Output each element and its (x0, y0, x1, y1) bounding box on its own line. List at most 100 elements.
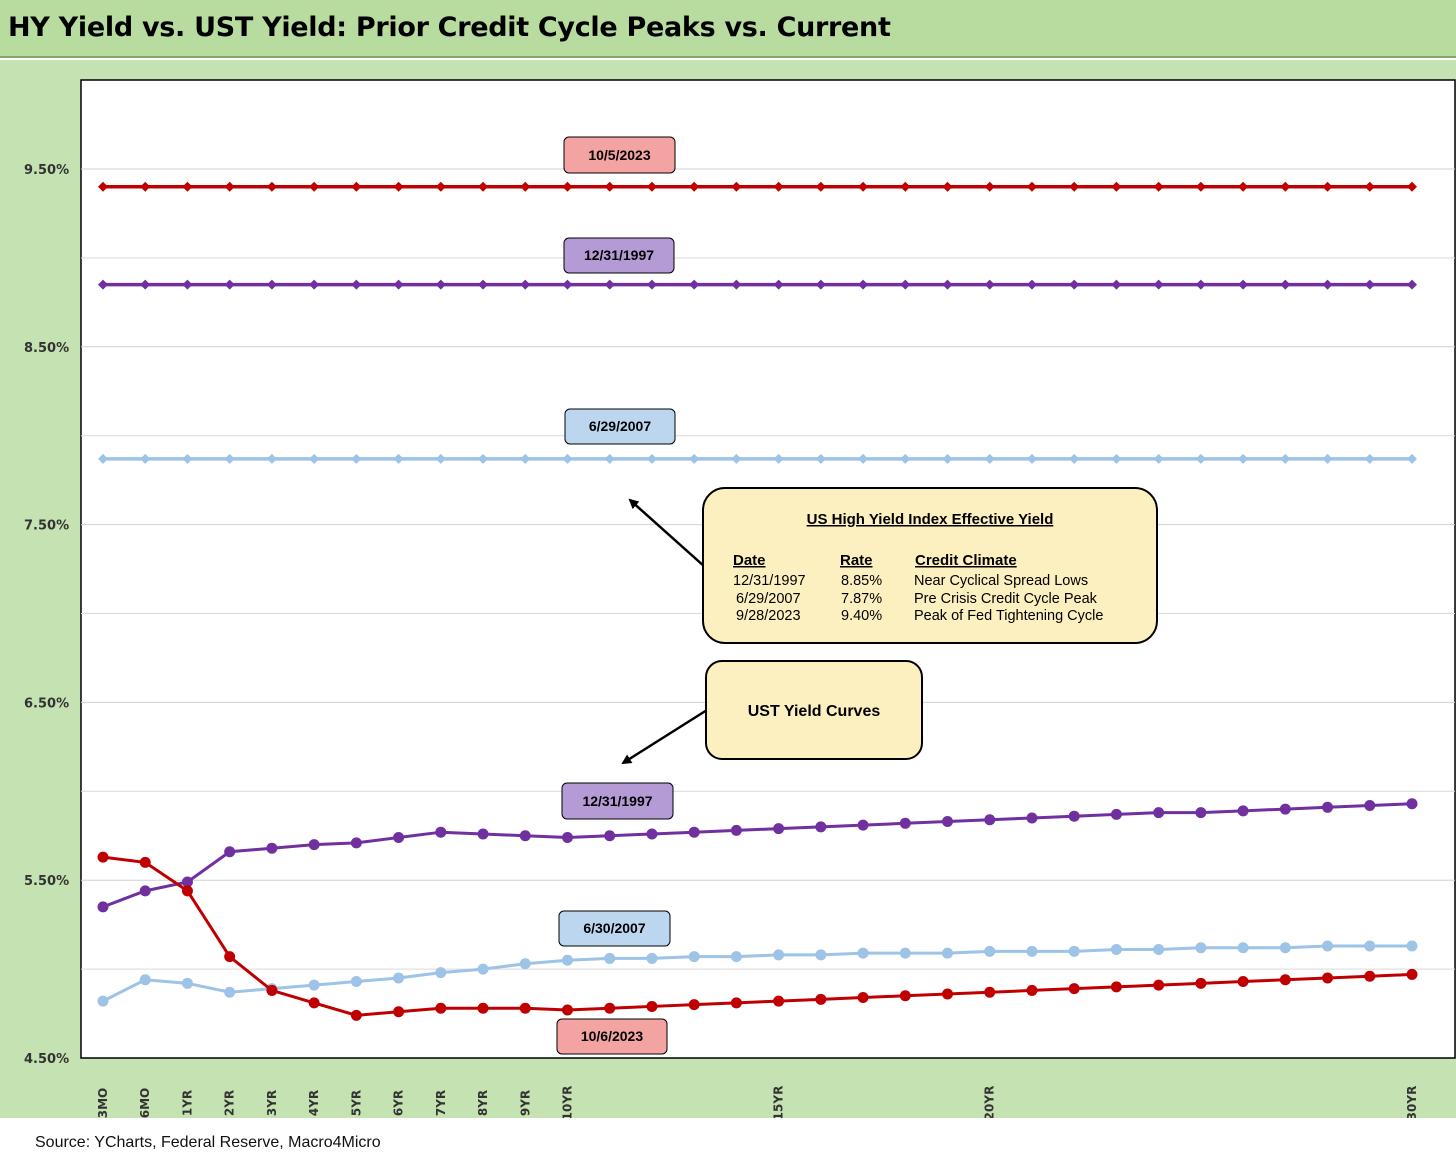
point-ust1997 (97, 901, 109, 913)
svg-text:12/31/1997: 12/31/1997 (582, 793, 652, 809)
x-tick-label: 30YR (1405, 1086, 1419, 1118)
point-ust2023 (1026, 984, 1038, 996)
point-hy2007 (182, 453, 193, 464)
hy-row-3-date: 9/28/2023 (736, 608, 801, 624)
point-hy2023 (1069, 181, 1080, 192)
point-hy1997 (351, 279, 362, 290)
point-ust1997 (1153, 807, 1165, 819)
point-hy1997 (689, 279, 700, 290)
gridlines (81, 168, 1455, 970)
point-hy2007 (1195, 453, 1206, 464)
point-ust1997 (1195, 807, 1207, 819)
hy-row-2-climate: Pre Crisis Credit Cycle Peak (914, 591, 1098, 607)
point-ust2023 (688, 999, 700, 1011)
point-hy1997 (900, 279, 911, 290)
point-hy2023 (815, 181, 826, 192)
point-ust2023 (519, 1002, 531, 1014)
label-ust-1997: 12/31/1997 (561, 782, 674, 820)
point-hy1997 (478, 279, 489, 290)
point-ust2023 (224, 951, 236, 963)
hy-callout-heading: US High Yield Index Effective Yield (807, 511, 1054, 528)
point-hy1997 (815, 279, 826, 290)
point-hy1997 (1322, 279, 1333, 290)
point-hy2007 (435, 453, 446, 464)
point-ust2007 (815, 949, 827, 961)
point-hy2007 (309, 453, 320, 464)
point-ust2023 (435, 1002, 447, 1014)
x-tick-label: 3YR (265, 1090, 279, 1116)
point-ust1997 (688, 826, 700, 838)
point-hy2007 (351, 453, 362, 464)
point-hy2007 (984, 453, 995, 464)
point-ust1997 (1364, 800, 1376, 812)
point-ust2007 (139, 974, 151, 986)
point-hy1997 (1364, 279, 1375, 290)
point-hy1997 (224, 279, 235, 290)
point-hy1997 (182, 279, 193, 290)
series-line-ust1997 (102, 802, 1413, 909)
point-ust1997 (857, 819, 869, 831)
point-hy2007 (773, 453, 784, 464)
point-hy2023 (1195, 181, 1206, 192)
svg-text:6/29/2007: 6/29/2007 (589, 418, 651, 434)
point-ust1997 (984, 814, 996, 826)
point-hy2023 (1026, 181, 1037, 192)
point-ust2023 (899, 990, 911, 1002)
point-ust2023 (1364, 970, 1376, 982)
point-hy1997 (393, 279, 404, 290)
hy-col-climate: Credit Climate (915, 552, 1017, 569)
point-ust2023 (1406, 968, 1418, 980)
point-ust2023 (1322, 972, 1334, 984)
hy-row-3-climate: Peak of Fed Tightening Cycle (914, 608, 1103, 624)
point-hy2023 (1364, 181, 1375, 192)
point-ust1997 (730, 824, 742, 836)
point-hy2023 (1280, 181, 1291, 192)
point-hy1997 (858, 279, 869, 290)
x-tick-label: 8YR (476, 1090, 490, 1116)
ust-callout-text: UST Yield Curves (748, 703, 881, 720)
page-title: HY Yield vs. UST Yield: Prior Credit Cyc… (8, 12, 891, 43)
point-ust1997 (477, 828, 489, 840)
point-ust2007 (1195, 942, 1207, 954)
hy-row-1-date: 12/31/1997 (733, 573, 806, 589)
point-hy2023 (1111, 181, 1122, 192)
point-ust2007 (97, 995, 109, 1007)
point-ust1997 (181, 876, 193, 888)
hy-col-date: Date (733, 552, 766, 569)
x-tick-label: 6YR (392, 1090, 406, 1116)
point-ust2023 (942, 988, 954, 1000)
point-hy1997 (1026, 279, 1037, 290)
point-ust1997 (1068, 810, 1080, 822)
point-ust2023 (266, 984, 278, 996)
point-ust2007 (984, 945, 996, 957)
point-ust2007 (1026, 945, 1038, 957)
x-tick-label: 6MO (138, 1088, 152, 1118)
point-ust2007 (1406, 940, 1418, 952)
point-hy2007 (1111, 453, 1122, 464)
point-hy2007 (393, 453, 404, 464)
point-hy1997 (646, 279, 657, 290)
hy-col-rate: Rate (840, 552, 873, 569)
label-ust-2007: 6/30/2007 (558, 910, 671, 947)
point-hy2007 (731, 453, 742, 464)
y-axis-ticks: 4.50%5.50%6.50%7.50%8.50%9.50% (24, 163, 69, 1067)
point-ust2023 (308, 997, 320, 1009)
point-ust1997 (350, 837, 362, 849)
point-ust1997 (266, 842, 278, 854)
svg-text:10/5/2023: 10/5/2023 (588, 147, 650, 163)
y-tick-label: 5.50% (24, 874, 69, 889)
x-tick-label: 5YR (349, 1090, 363, 1116)
point-hy2023 (140, 181, 151, 192)
point-hy2023 (393, 181, 404, 192)
hy-row-1-rate: 8.85% (841, 573, 882, 589)
point-hy1997 (562, 279, 573, 290)
point-ust2023 (350, 1009, 362, 1021)
label-hy-2007: 6/29/2007 (564, 408, 676, 445)
point-ust2007 (393, 972, 405, 984)
point-ust1997 (899, 817, 911, 829)
point-hy2007 (858, 453, 869, 464)
point-hy1997 (1280, 279, 1291, 290)
y-tick-label: 7.50% (24, 519, 69, 534)
point-ust2023 (1110, 981, 1122, 993)
